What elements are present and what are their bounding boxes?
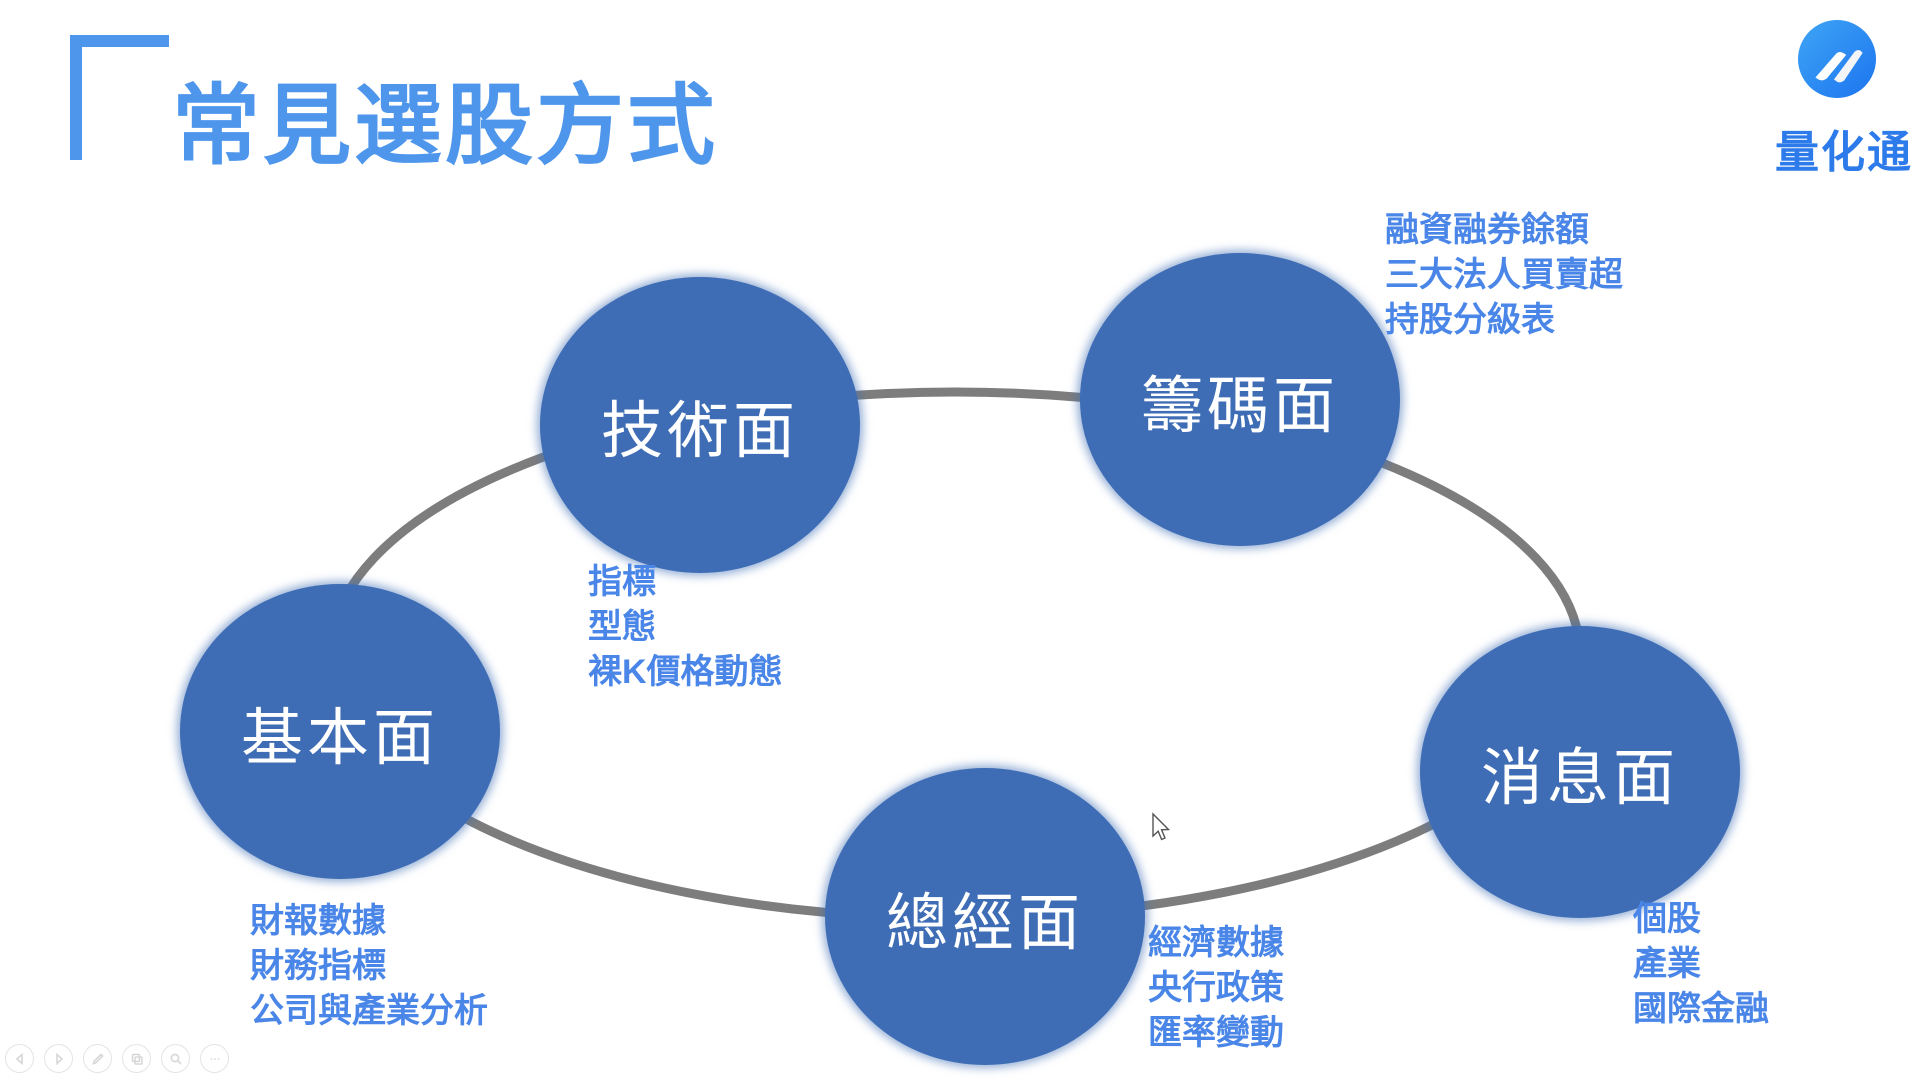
title-bracket-vertical [70, 35, 82, 160]
note-line: 產業 [1633, 945, 1701, 983]
note-line: 央行政策 [1148, 969, 1284, 1007]
viewer-toolbar [5, 1044, 229, 1073]
note-line: 財報數據 [250, 902, 386, 940]
note-line: 指標 [588, 563, 656, 601]
arrow-left-icon [15, 1052, 23, 1065]
note-line: 個股 [1633, 900, 1701, 938]
next-slide-button[interactable] [44, 1044, 73, 1073]
arrow-cursor-icon [1152, 812, 1171, 841]
note-line: 持股分級表 [1385, 301, 1555, 339]
slide-panel-button[interactable] [122, 1044, 151, 1073]
note-line: 經濟數據 [1148, 924, 1284, 962]
notes-chips: 融資融券餘額 三大法人買賣超 持股分級表 [1385, 208, 1623, 343]
pen-icon [91, 1052, 104, 1065]
more-options-button[interactable] [200, 1044, 229, 1073]
notes-fundamental: 財報數據 財務指標 公司與產業分析 [250, 899, 488, 1034]
node-fundamental[interactable]: 基本面 [180, 584, 500, 879]
note-line: 公司與產業分析 [250, 992, 488, 1030]
previous-slide-button[interactable] [5, 1044, 34, 1073]
wing-glyph-icon [1815, 49, 1863, 83]
page-title: 常見選股方式 [172, 76, 719, 175]
title-bracket-horizontal [70, 35, 169, 47]
magnifier-icon [170, 1053, 182, 1065]
node-news-label: 消息面 [1480, 744, 1679, 813]
logo-wordmark: 量化通 [1775, 128, 1913, 177]
arrow-right-icon [55, 1052, 63, 1065]
ellipsis-icon [210, 1057, 219, 1060]
notes-news: 個股 產業 國際金融 [1633, 897, 1769, 1032]
overlapping-frames-icon [131, 1053, 143, 1065]
note-line: 裸K價格動態 [588, 653, 783, 691]
mouse-cursor [1150, 812, 1174, 849]
quantpass-logo-icon [1798, 20, 1876, 98]
notes-technical: 指標 型態 裸K價格動態 [588, 560, 783, 695]
note-line: 匯率變動 [1148, 1014, 1284, 1052]
node-macro[interactable]: 總經面 [825, 768, 1145, 1065]
node-chips[interactable]: 籌碼面 [1080, 253, 1400, 546]
zoom-search-button[interactable] [161, 1044, 190, 1073]
pen-annotate-button[interactable] [83, 1044, 112, 1073]
note-line: 融資融券餘額 [1385, 211, 1589, 249]
node-chips-label: 籌碼面 [1140, 371, 1339, 441]
note-line: 國際金融 [1633, 990, 1769, 1028]
node-macro-label: 總經面 [885, 888, 1084, 958]
note-line: 財務指標 [250, 947, 386, 985]
node-news[interactable]: 消息面 [1420, 626, 1740, 918]
note-line: 型態 [588, 608, 656, 646]
node-fundamental-label: 基本面 [240, 703, 439, 773]
note-line: 三大法人買賣超 [1385, 256, 1623, 294]
node-technical-label: 技術面 [600, 397, 799, 466]
node-technical[interactable]: 技術面 [540, 277, 860, 573]
notes-macro: 經濟數據 央行政策 匯率變動 [1148, 921, 1284, 1056]
